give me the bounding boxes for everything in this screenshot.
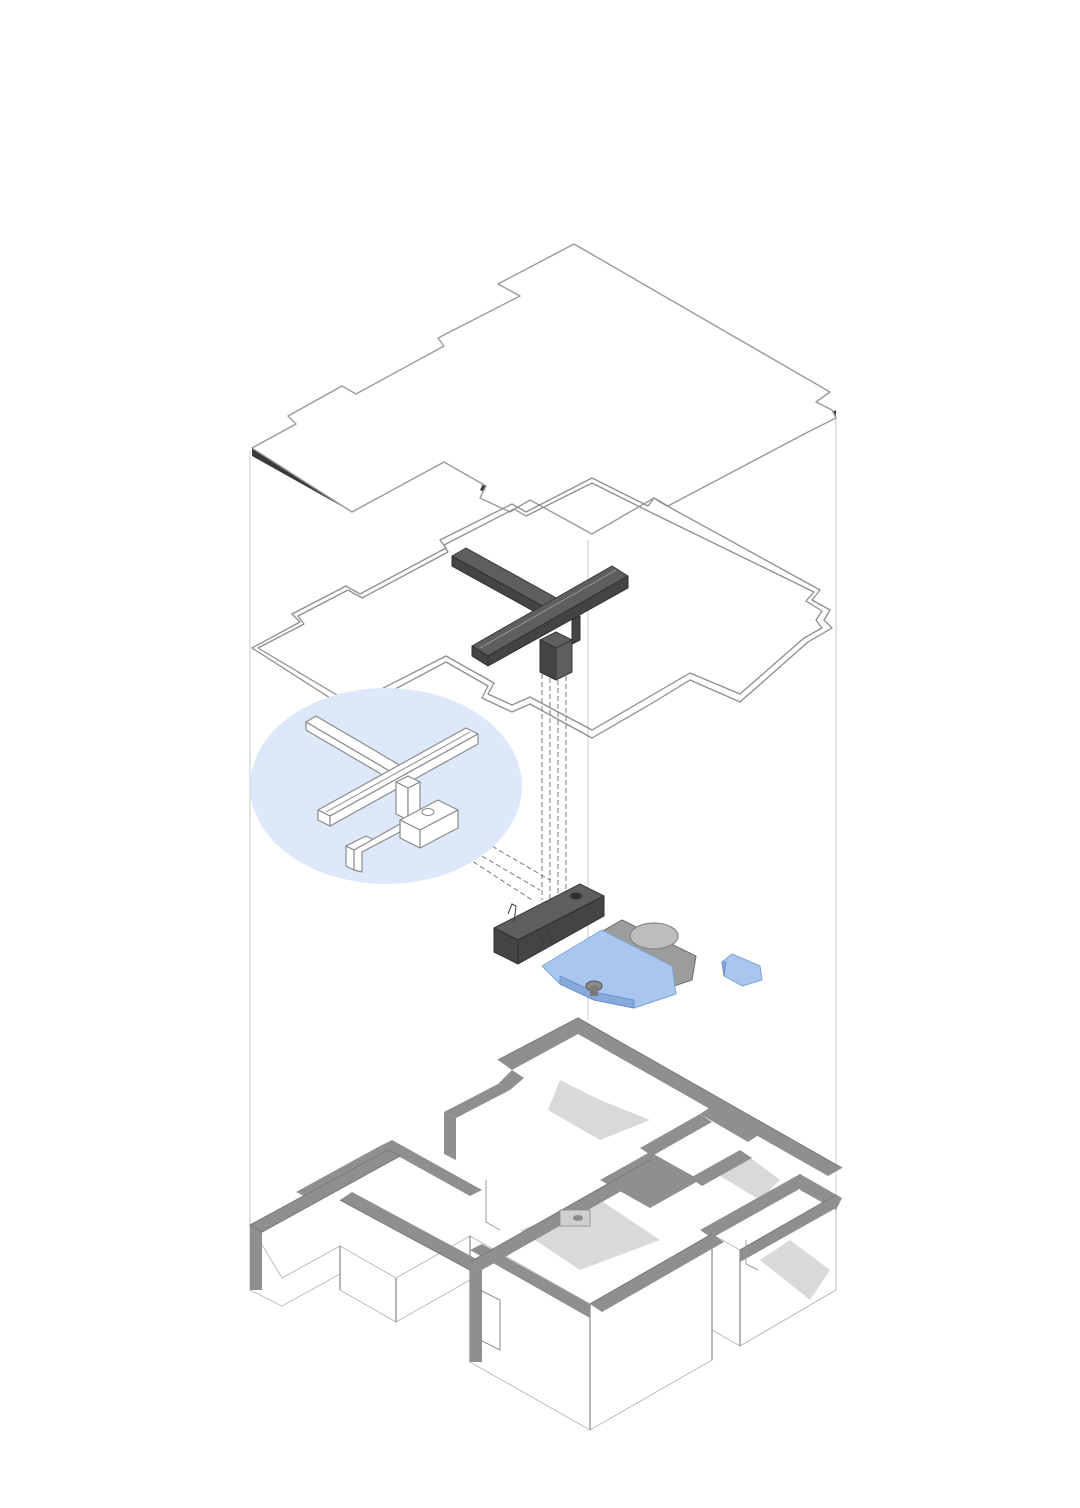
detail-callout — [250, 688, 522, 884]
furniture-kitchen-island — [493, 883, 763, 1009]
floor-plan-walls — [249, 1017, 843, 1431]
roof-slab — [251, 243, 837, 535]
ceiling-beam-structure — [451, 547, 629, 681]
ceiling-outline — [251, 477, 833, 739]
